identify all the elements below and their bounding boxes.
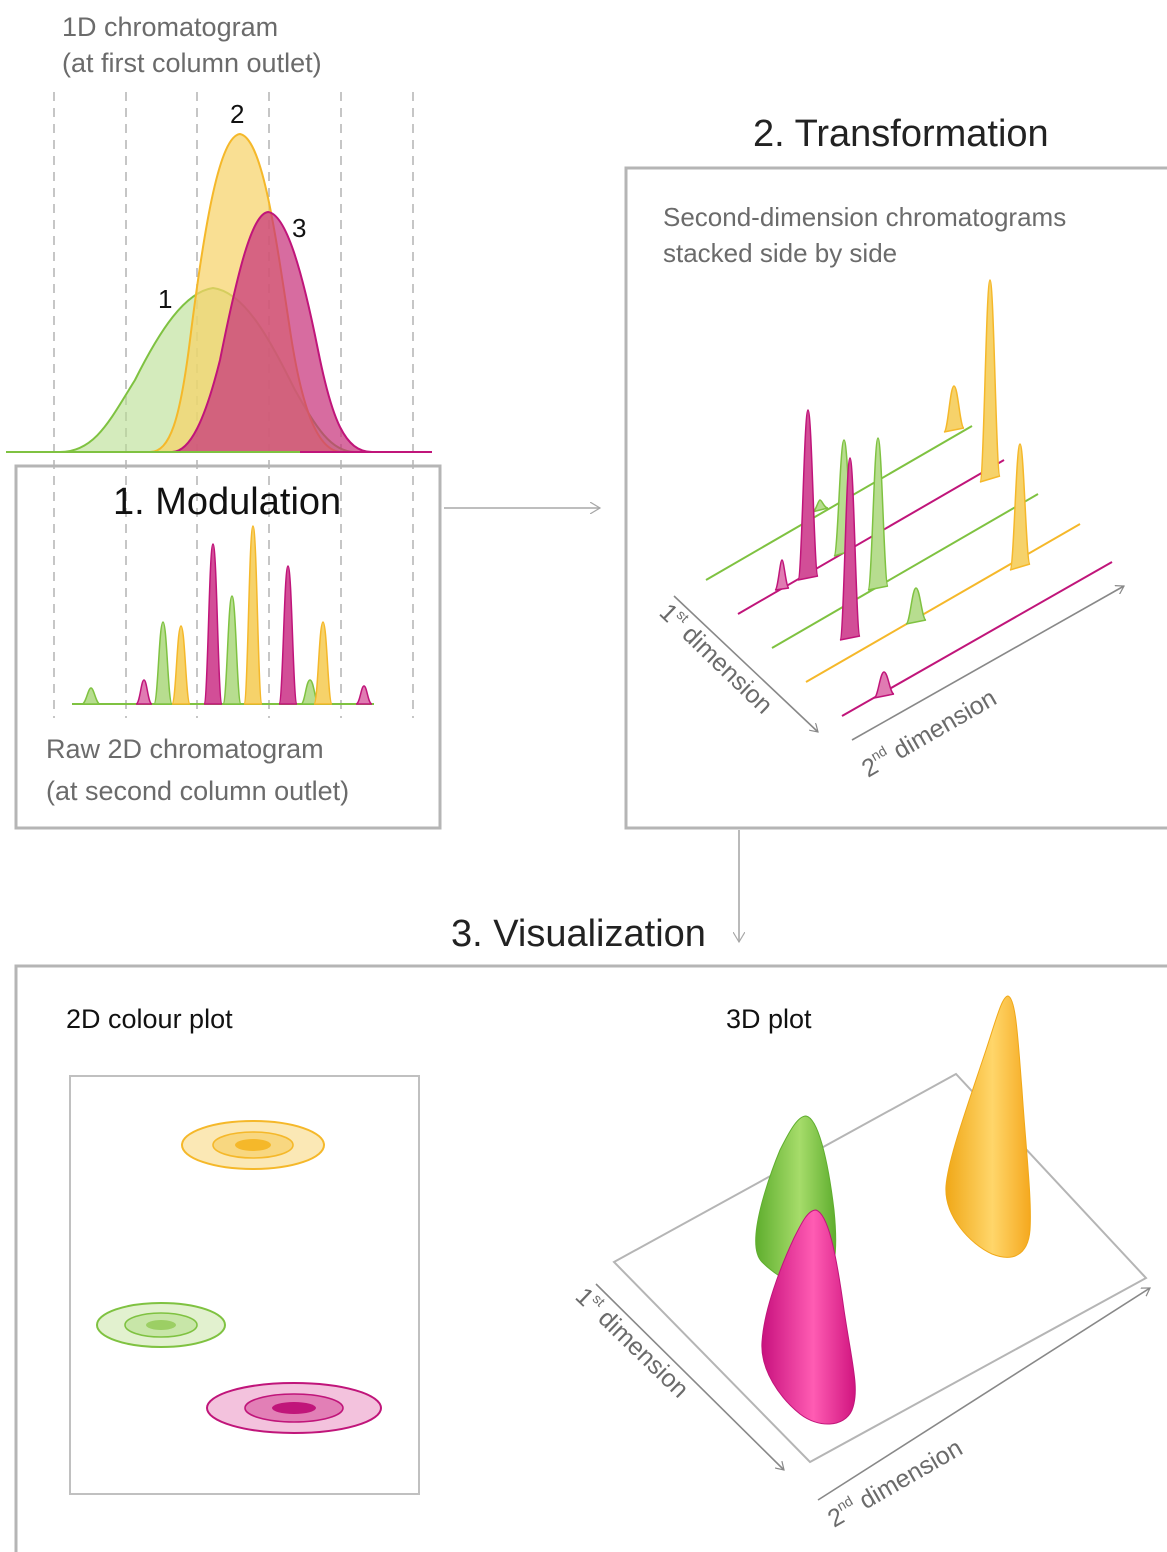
modulation-caption-line2: (at second column outlet)	[46, 776, 349, 806]
stack-peak-magenta-c	[839, 457, 861, 641]
stack-line-4	[805, 523, 1081, 683]
peak3d-magenta	[761, 1209, 856, 1425]
modulation-caption-line1: Raw 2D chromatogram	[46, 734, 324, 764]
transformation-axis1-label: 1st dimension	[654, 597, 780, 720]
top-title-line1: 1D chromatogram	[62, 12, 278, 42]
mod-peak-green-3	[222, 595, 242, 705]
modulation-heading: 1. Modulation	[113, 481, 341, 523]
plot3d-plane	[612, 1072, 1148, 1464]
overlapping-1d-peaks	[6, 132, 432, 453]
contour-magenta	[206, 1382, 382, 1434]
peak-label-1: 1	[158, 284, 172, 314]
contour-green	[96, 1302, 226, 1348]
mod-peak-yellow-1	[171, 625, 191, 705]
top-title-line2: (at first column outlet)	[62, 48, 322, 78]
stack-peak-magenta-d	[873, 671, 895, 699]
mod-peak-green-2	[153, 621, 173, 705]
modulation-box	[14, 464, 442, 830]
mod-peak-magenta-3	[278, 565, 298, 705]
plot3d-title: 3D plot	[726, 1004, 812, 1034]
peak-label-2: 2	[230, 99, 244, 129]
transformation-heading: 2. Transformation	[753, 113, 1049, 155]
mod-peak-green-1	[81, 687, 101, 705]
plot2d-title: 2D colour plot	[66, 1004, 233, 1034]
plot3d-axis1-label: 1st dimension	[570, 1281, 696, 1404]
stacked-2d-chromatograms	[673, 279, 1124, 741]
plot2d-frame	[69, 1075, 420, 1495]
stack-peak-green-d	[905, 587, 927, 625]
stack-line-3	[771, 493, 1039, 649]
plot3d-axis-2nd	[817, 1287, 1150, 1501]
transformation-axis-2nd	[851, 586, 1124, 741]
transformation-axis-1st	[673, 595, 818, 732]
peak3d-yellow	[945, 995, 1031, 1258]
transformation-caption-line1: Second-dimension chromatograms	[663, 202, 1066, 232]
visualization-heading: 3. Visualization	[451, 913, 706, 955]
transformation-caption-line2: stacked side by side	[663, 238, 897, 268]
stack-peak-yellow-c	[1009, 443, 1031, 571]
stack-peak-magenta-b	[797, 409, 819, 581]
peak-3-magenta	[171, 210, 373, 453]
raw-2d-chromatogram	[72, 525, 374, 705]
mod-peak-yellow-3	[313, 621, 333, 705]
stack-peak-yellow-a	[943, 385, 965, 433]
transformation-box	[624, 166, 1167, 830]
peak-label-3: 3	[292, 213, 306, 243]
mod-peak-magenta-2	[203, 543, 223, 705]
stack-peak-yellow-b	[979, 279, 1001, 483]
mod-peak-magenta-4	[355, 685, 373, 705]
contour-yellow	[181, 1120, 325, 1170]
stack-peak-green-a	[811, 499, 829, 513]
visualization-box	[14, 964, 1167, 1552]
plot3d-axis-1st	[595, 1283, 784, 1470]
stack-peak-green-c	[867, 437, 889, 591]
stack-peak-magenta-a	[774, 559, 790, 591]
mod-peak-magenta-1	[135, 679, 153, 705]
mod-peak-yellow-2	[243, 525, 263, 705]
